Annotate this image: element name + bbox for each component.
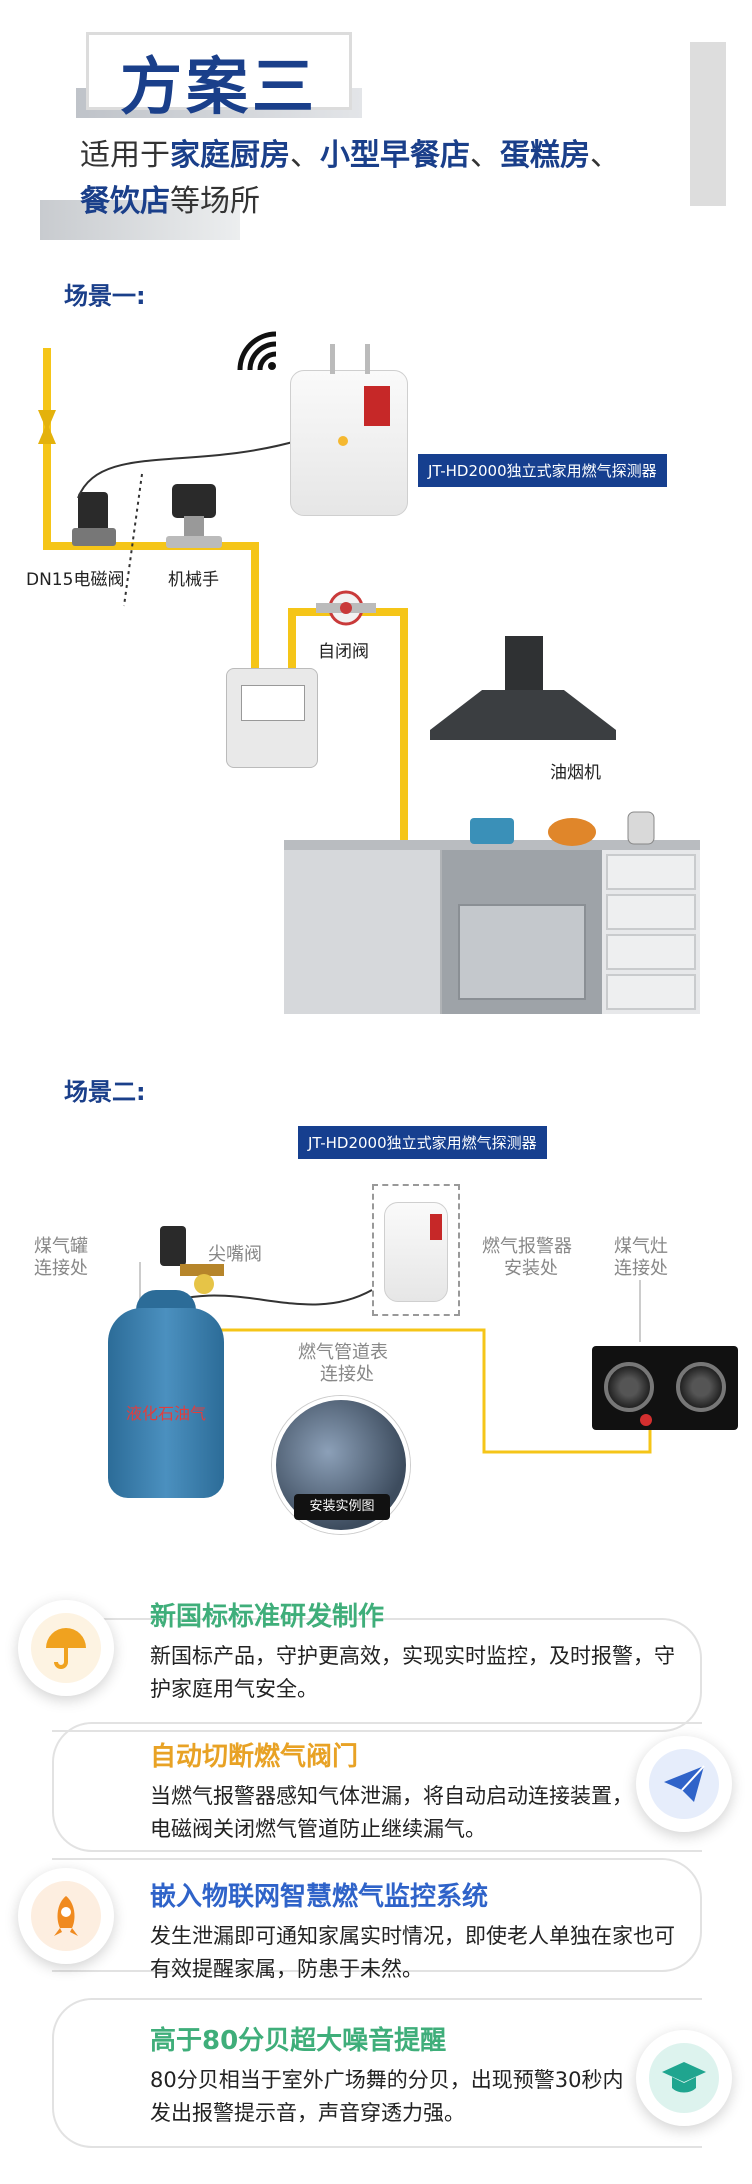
stove-conn-label: 煤气灶连接处 bbox=[614, 1236, 668, 1279]
stove-knob bbox=[640, 1414, 652, 1426]
scene2-label: 场景二: bbox=[64, 1078, 146, 1106]
valve-assembly-icon bbox=[160, 1226, 224, 1294]
pipe-vertical-left bbox=[43, 348, 51, 546]
manipulator-label: 机械手 bbox=[168, 570, 219, 590]
pipe-meter-label: 燃气管道表连接处 bbox=[298, 1342, 388, 1385]
photo-tag: 安装实例图 bbox=[294, 1494, 390, 1520]
oven-door bbox=[458, 904, 586, 1000]
feature-icon-2 bbox=[636, 1736, 732, 1832]
lpg-tank bbox=[108, 1308, 224, 1498]
feature-body-4: 80分贝相当于室外广场舞的分贝，出现预警30秒内发出报警提示音，声音穿透力强。 bbox=[150, 2068, 624, 2125]
pipe-down-to-meter bbox=[251, 542, 259, 670]
intro-stripe bbox=[40, 200, 240, 240]
intro-text: 适用于家庭厨房、小型早餐店、蛋糕房、餐饮店等场所 bbox=[80, 138, 620, 219]
umbrella-icon bbox=[46, 1628, 86, 1669]
detector-plug bbox=[330, 344, 370, 374]
gas-stove bbox=[592, 1346, 738, 1430]
feature-body-2: 当燃气报警器感知气体泄漏，将自动启动连接装置，电磁阀关闭燃气管道防止继续漏气。 bbox=[150, 1784, 633, 1841]
scene2-device-tag: JT-HD2000独立式家用燃气探测器 bbox=[298, 1126, 547, 1159]
page-title: 方案三 bbox=[120, 50, 319, 123]
decor-bar bbox=[690, 42, 726, 206]
feature-icon-1 bbox=[18, 1600, 114, 1696]
nozzle-label: 尖嘴阀 bbox=[208, 1244, 262, 1265]
graduation-cap-icon bbox=[662, 2062, 706, 2093]
alarm-install-box bbox=[372, 1184, 460, 1316]
pipe-joint bbox=[38, 410, 56, 444]
feature-frame-2 bbox=[52, 1722, 702, 1852]
feature-icon-4 bbox=[636, 2030, 732, 2126]
feature-title-4: 高于80分贝超大噪音提醒 bbox=[150, 2026, 447, 2056]
pipe-to-stove bbox=[400, 608, 408, 842]
detector-red-panel bbox=[364, 386, 390, 426]
pipe-meter-up bbox=[288, 610, 296, 672]
feature-frame-3 bbox=[52, 1858, 702, 1972]
cabinet-left bbox=[284, 846, 442, 1014]
dotted-divider bbox=[123, 473, 143, 607]
detector-red-panel-scene2 bbox=[430, 1214, 442, 1240]
gas-meter bbox=[226, 668, 318, 768]
feature-body-1: 新国标产品，守护更高效，实现实时监控，及时报警，守护家庭用气安全。 bbox=[150, 1644, 675, 1701]
range-hood bbox=[430, 690, 616, 740]
drawer bbox=[606, 854, 696, 890]
pots-icon bbox=[470, 811, 655, 846]
self-close-label: 自闭阀 bbox=[318, 642, 369, 662]
manipulator-icon bbox=[166, 484, 222, 548]
feature-title-2: 自动切断燃气阀门 bbox=[150, 1742, 359, 1772]
scene1-label: 场景一: bbox=[64, 282, 146, 310]
gas-detector bbox=[290, 370, 408, 516]
feature-title-1: 新国标标准研发制作 bbox=[150, 1602, 385, 1632]
tank-conn-label: 煤气罐连接处 bbox=[34, 1236, 88, 1279]
feature-frame-4 bbox=[52, 1998, 702, 2148]
meter-window bbox=[241, 685, 305, 721]
drawer-stack bbox=[602, 846, 700, 1014]
pipe-horizontal-top bbox=[43, 542, 259, 550]
detector-led bbox=[338, 436, 348, 446]
feature-icon-3 bbox=[18, 1868, 114, 1964]
feature-body-3: 发生泄漏即可通知家属实时情况，即使老人单独在家也可有效提醒家属，防患于未然。 bbox=[150, 1924, 675, 1981]
wire-line bbox=[77, 439, 301, 499]
drawer bbox=[606, 974, 696, 1010]
counter-top bbox=[284, 840, 700, 850]
tank-label: 液化石油气 bbox=[125, 1404, 206, 1423]
feature-title-3: 嵌入物联网智慧燃气监控系统 bbox=[150, 1882, 489, 1912]
drawer bbox=[606, 934, 696, 970]
scene1-device-tag: JT-HD2000独立式家用燃气探测器 bbox=[418, 454, 667, 487]
hood-label: 油烟机 bbox=[550, 763, 601, 783]
alarm-install-label: 燃气报警器安装处 bbox=[482, 1236, 572, 1279]
rocket-icon bbox=[54, 1896, 78, 1936]
solenoid-valve-icon bbox=[72, 492, 116, 546]
self-close-valve-icon bbox=[316, 590, 376, 626]
feature-frame-1 bbox=[52, 1618, 702, 1732]
burner bbox=[676, 1362, 726, 1412]
wifi-icon bbox=[237, 331, 277, 371]
drawer bbox=[606, 894, 696, 930]
solenoid-label: DN15电磁阀 bbox=[26, 570, 125, 590]
paper-plane-icon bbox=[664, 1765, 705, 1802]
burner bbox=[604, 1362, 654, 1412]
range-hood-chimney bbox=[505, 636, 543, 696]
title-box bbox=[86, 32, 352, 110]
